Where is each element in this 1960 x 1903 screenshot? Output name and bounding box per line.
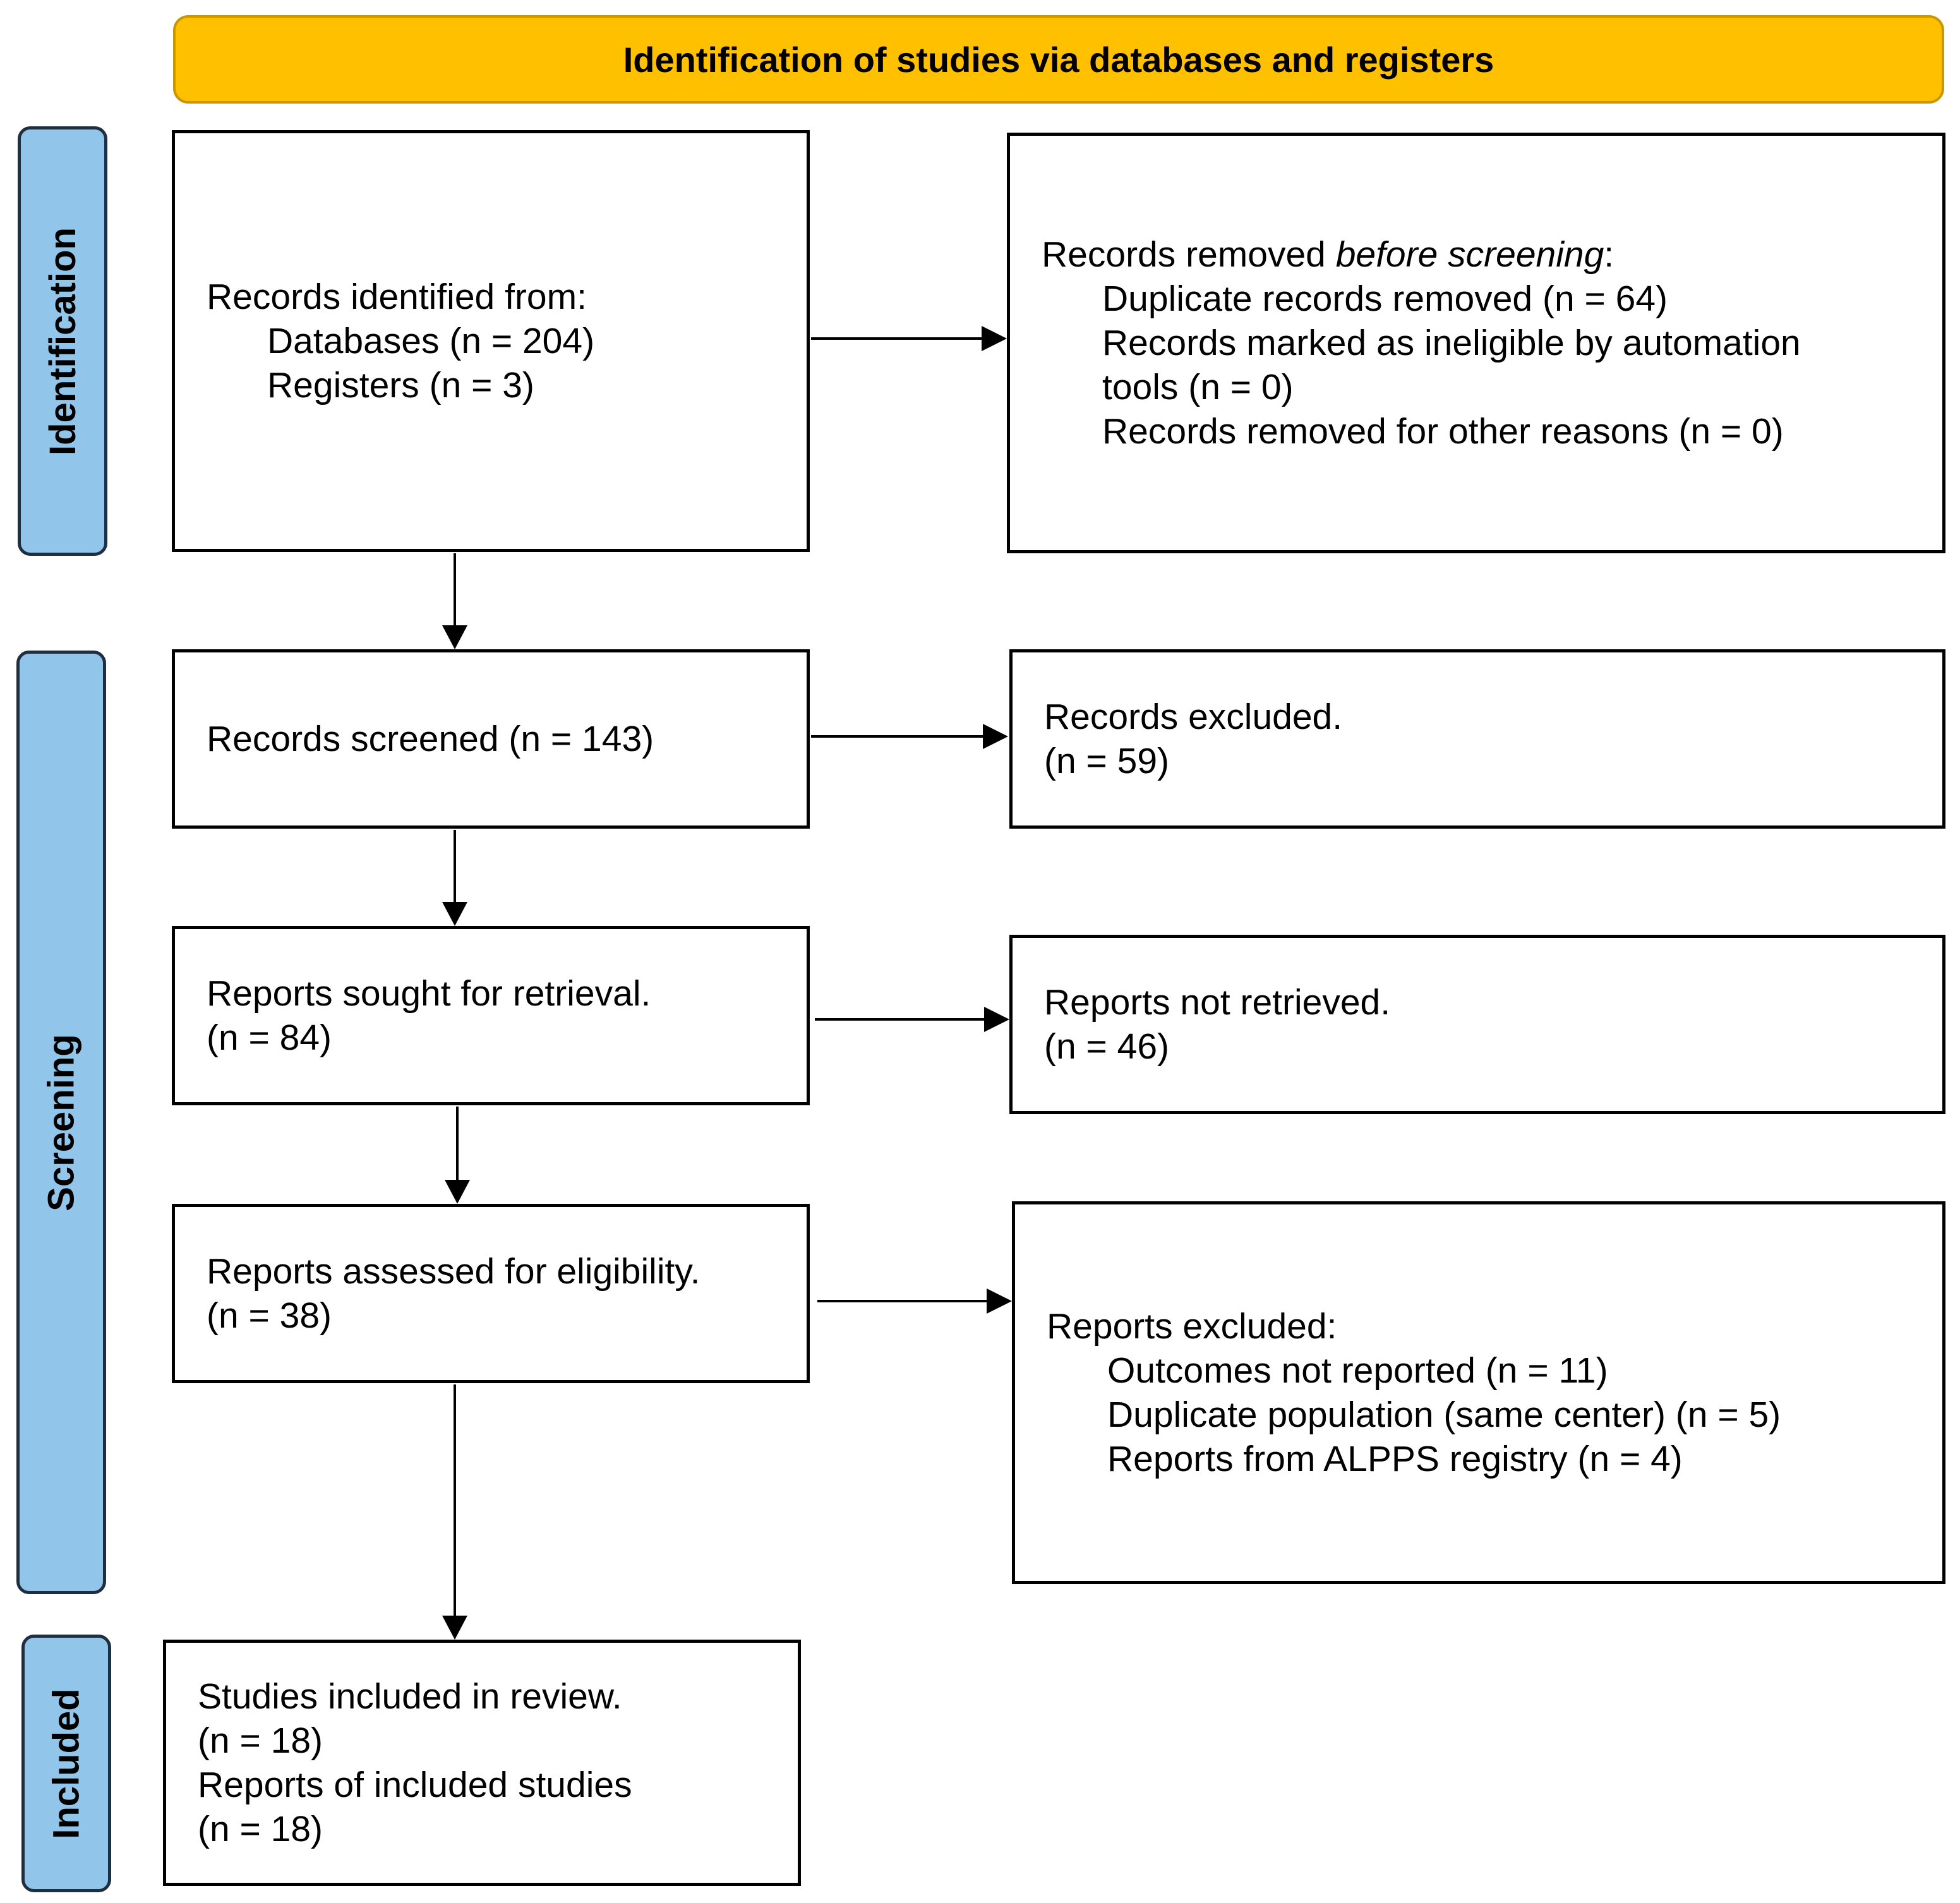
reports-sought-box: Reports sought for retrieval. (n = 84) (172, 926, 810, 1105)
records-excluded-label: Records excluded. (1044, 697, 1343, 737)
reports-assessed-box: Reports assessed for eligibility. (n = 3… (172, 1204, 810, 1383)
automation-ineligible-line-2: tools (n = 0) (1102, 367, 1294, 407)
arrowhead-right-2 (983, 724, 1008, 749)
records-excluded-count: (n = 59) (1044, 741, 1170, 781)
alpps-registry-reports: Reports from ALPPS registry (n = 4) (1107, 1439, 1683, 1479)
records-screened-text: Records screened (n = 143) (207, 719, 654, 759)
reports-included-label: Reports of included studies (198, 1765, 632, 1805)
reports-excluded-heading: Reports excluded: (1047, 1306, 1337, 1347)
phase-label-screening: Screening (40, 1033, 82, 1211)
arrowhead-right-1 (982, 326, 1007, 351)
arrowhead-right-3 (984, 1007, 1009, 1032)
records-removed-heading: Records removed before screening: (1042, 234, 1614, 275)
reports-sought-label: Reports sought for retrieval. (207, 973, 651, 1014)
duplicates-removed: Duplicate records removed (n = 64) (1102, 279, 1668, 319)
other-reasons-removed: Records removed for other reasons (n = 0… (1102, 411, 1784, 452)
reports-excluded-box: Reports excluded: Outcomes not reported … (1012, 1201, 1945, 1584)
header-title: Identification of studies via databases … (623, 39, 1494, 80)
reports-included-count: (n = 18) (198, 1809, 323, 1849)
records-identified-heading: Records identified from: (207, 277, 587, 317)
reports-sought-count: (n = 84) (207, 1018, 332, 1058)
phase-label-included: Included (45, 1688, 87, 1839)
records-excluded-box: Records excluded. (n = 59) (1009, 649, 1945, 829)
records-removed-box: Records removed before screening: Duplic… (1007, 133, 1945, 553)
reports-assessed-label: Reports assessed for eligibility. (207, 1251, 700, 1292)
records-screened-box: Records screened (n = 143) (172, 649, 810, 829)
reports-not-retrieved-count: (n = 46) (1044, 1026, 1170, 1067)
automation-ineligible-line-1: Records marked as ineligible by automati… (1102, 323, 1801, 363)
studies-included-box: Studies included in review. (n = 18) Rep… (163, 1640, 801, 1886)
arrowhead-down-2 (442, 902, 467, 926)
reports-not-retrieved-box: Reports not retrieved. (n = 46) (1009, 935, 1945, 1114)
arrowhead-down-1 (442, 625, 467, 649)
phase-tab-included: Included (21, 1635, 111, 1892)
outcomes-not-reported: Outcomes not reported (n = 11) (1107, 1350, 1608, 1391)
reports-not-retrieved-label: Reports not retrieved. (1044, 982, 1391, 1023)
records-identified-box: Records identified from: Databases (n = … (172, 130, 810, 552)
arrowhead-down-3 (445, 1180, 470, 1204)
studies-included-count: (n = 18) (198, 1720, 323, 1761)
phase-label-identification: Identification (42, 227, 83, 455)
records-databases: Databases (n = 204) (267, 321, 595, 361)
phase-tab-screening: Screening (16, 651, 106, 1594)
before-screening-emphasis: before screening (1335, 234, 1604, 275)
studies-included-label: Studies included in review. (198, 1676, 622, 1717)
arrowhead-right-4 (987, 1288, 1012, 1314)
reports-assessed-count: (n = 38) (207, 1295, 332, 1336)
records-registers: Registers (n = 3) (267, 365, 534, 405)
arrowhead-down-4 (442, 1616, 467, 1640)
phase-tab-identification: Identification (18, 126, 107, 556)
header-banner: Identification of studies via databases … (173, 15, 1944, 104)
duplicate-population: Duplicate population (same center) (n = … (1107, 1395, 1781, 1435)
